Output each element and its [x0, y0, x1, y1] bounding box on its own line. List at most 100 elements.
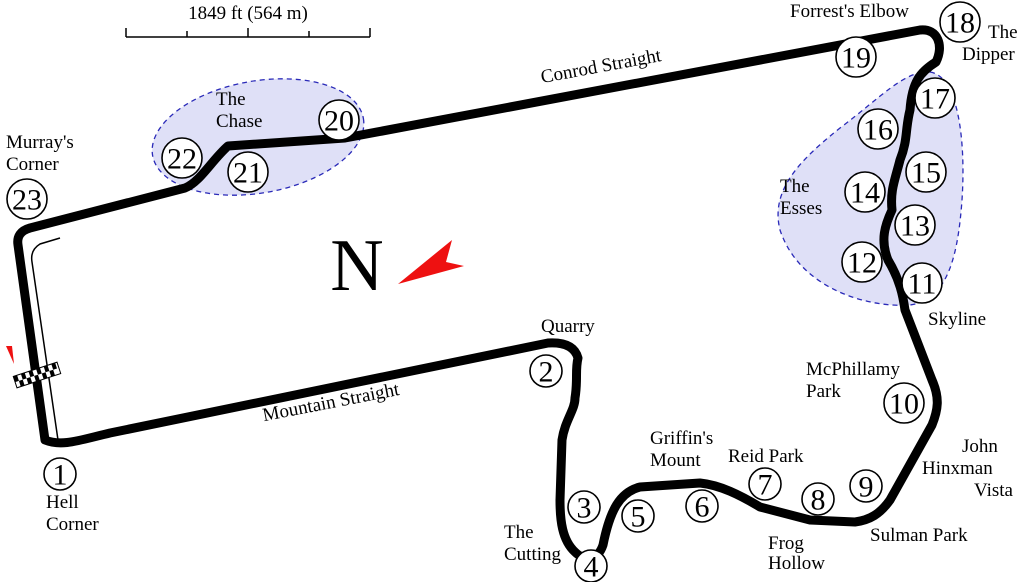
turn-21-circle — [227, 151, 269, 193]
turn-23-marker: 23 — [6, 178, 48, 220]
turn-14-number: 14 — [850, 177, 880, 210]
label-skyline: Skyline — [928, 309, 986, 330]
turn-22-number: 22 — [167, 143, 197, 176]
svg-text:Chase: Chase — [216, 111, 262, 132]
turn-5-marker: 5 — [621, 499, 655, 534]
start-finish-line — [6, 346, 62, 389]
turn-18-marker: 18 — [939, 1, 981, 43]
svg-text:Hinxman: Hinxman — [922, 458, 993, 479]
label-the-esses: The Esses — [780, 176, 822, 219]
turn-4-number: 4 — [584, 551, 599, 582]
turn-2-marker: 2 — [529, 354, 563, 389]
turn-17-number: 17 — [920, 83, 950, 116]
scale-label: 1849 ft (564 m) — [188, 3, 308, 24]
race-track — [13, 25, 944, 563]
svg-text:Frog: Frog — [768, 533, 804, 554]
label-sulman-park: Sulman Park — [870, 525, 968, 546]
turn-5-number: 5 — [631, 501, 646, 534]
turn-8-number: 8 — [811, 484, 826, 517]
turn-4-marker: 4 — [574, 549, 608, 582]
svg-text:Hell: Hell — [46, 492, 79, 513]
turn-9-marker: 9 — [849, 469, 883, 504]
label-quarry: Quarry — [541, 316, 595, 337]
turn-10-number: 10 — [889, 388, 919, 421]
turn-17-marker: 17 — [914, 77, 956, 119]
svg-text:Griffin's: Griffin's — [650, 428, 713, 449]
svg-text:John: John — [962, 436, 998, 457]
turn-13-number: 13 — [900, 210, 930, 243]
svg-text:The: The — [780, 176, 810, 197]
turn-7-circle — [748, 467, 782, 501]
turn-23-number: 23 — [12, 184, 42, 217]
svg-text:Hollow: Hollow — [768, 553, 825, 574]
svg-text:McPhillamy: McPhillamy — [806, 359, 900, 380]
turn-14-marker: 14 — [844, 171, 886, 213]
turn-7-number: 7 — [758, 469, 773, 502]
turn-18-number: 18 — [945, 7, 975, 40]
turn-21-number: 21 — [233, 157, 263, 190]
turn-1-number: 1 — [53, 459, 68, 492]
turn-19-marker: 19 — [835, 36, 877, 78]
turn-16-number: 16 — [863, 114, 893, 147]
turn-2-circle — [529, 354, 563, 388]
turn-20-marker: 20 — [318, 99, 360, 141]
svg-text:Esses: Esses — [780, 198, 822, 219]
turn-12-circle — [841, 241, 883, 283]
turn-12-marker: 12 — [841, 241, 883, 283]
turn-5-circle — [621, 499, 655, 533]
label-reid-park: Reid Park — [728, 446, 804, 467]
turn-10-circle — [883, 382, 925, 424]
turn-18-circle — [939, 1, 981, 43]
svg-text:Dipper: Dipper — [962, 44, 1015, 65]
turn-11-marker: 11 — [901, 262, 943, 304]
turn-16-circle — [857, 108, 899, 150]
turn-7-marker: 7 — [748, 467, 782, 502]
turn-15-number: 15 — [911, 157, 941, 190]
turn-16-marker: 16 — [857, 108, 899, 150]
north-letter: N — [330, 225, 383, 307]
label-john-hinxman-vista: John Hinxman Vista — [922, 436, 1014, 501]
turn-6-circle — [685, 489, 719, 523]
turn-3-marker: 3 — [567, 490, 601, 525]
turn-6-number: 6 — [695, 491, 710, 524]
turn-21-marker: 21 — [227, 151, 269, 193]
turn-3-circle — [567, 490, 601, 524]
turn-19-circle — [835, 36, 877, 78]
label-griffins-mount: Griffin's Mount — [650, 428, 713, 471]
label-mcphillamy-park: McPhillamy Park — [806, 359, 900, 402]
label-the-cutting: The Cutting — [504, 522, 562, 565]
label-forrests-elbow: Forrest's Elbow — [790, 1, 909, 22]
svg-text:Corner: Corner — [46, 514, 99, 535]
turn-6-marker: 6 — [685, 489, 719, 524]
turn-14-circle — [844, 171, 886, 213]
label-the-chase: The Chase — [216, 89, 262, 132]
turn-15-marker: 15 — [905, 151, 947, 193]
turn-20-circle — [318, 99, 360, 141]
turn-12-number: 12 — [847, 247, 877, 280]
pit-lane — [30, 237, 61, 441]
north-arrow-icon — [398, 240, 464, 284]
turn-10-marker: 10 — [883, 382, 925, 424]
svg-text:Cutting: Cutting — [504, 544, 562, 565]
turn-22-marker: 22 — [161, 137, 203, 179]
svg-text:Park: Park — [806, 381, 841, 402]
turn-20-number: 20 — [324, 105, 354, 138]
turn-19-number: 19 — [841, 42, 871, 75]
svg-text:The: The — [216, 89, 246, 110]
turn-1-circle — [43, 457, 77, 491]
svg-text:Mount: Mount — [650, 450, 701, 471]
turn-11-number: 11 — [908, 268, 937, 301]
svg-text:The: The — [504, 522, 534, 543]
turn-1-marker: 1 — [43, 457, 77, 492]
turn-9-circle — [849, 469, 883, 503]
svg-text:Murray's: Murray's — [6, 132, 74, 153]
svg-text:Vista: Vista — [974, 480, 1014, 501]
label-frog-hollow: Frog Hollow — [768, 533, 825, 574]
scale-bar — [125, 28, 371, 38]
turn-11-circle — [901, 262, 943, 304]
turn-8-circle — [801, 482, 835, 516]
turn-15-circle — [905, 151, 947, 193]
label-the-dipper: The Dipper — [962, 22, 1018, 65]
